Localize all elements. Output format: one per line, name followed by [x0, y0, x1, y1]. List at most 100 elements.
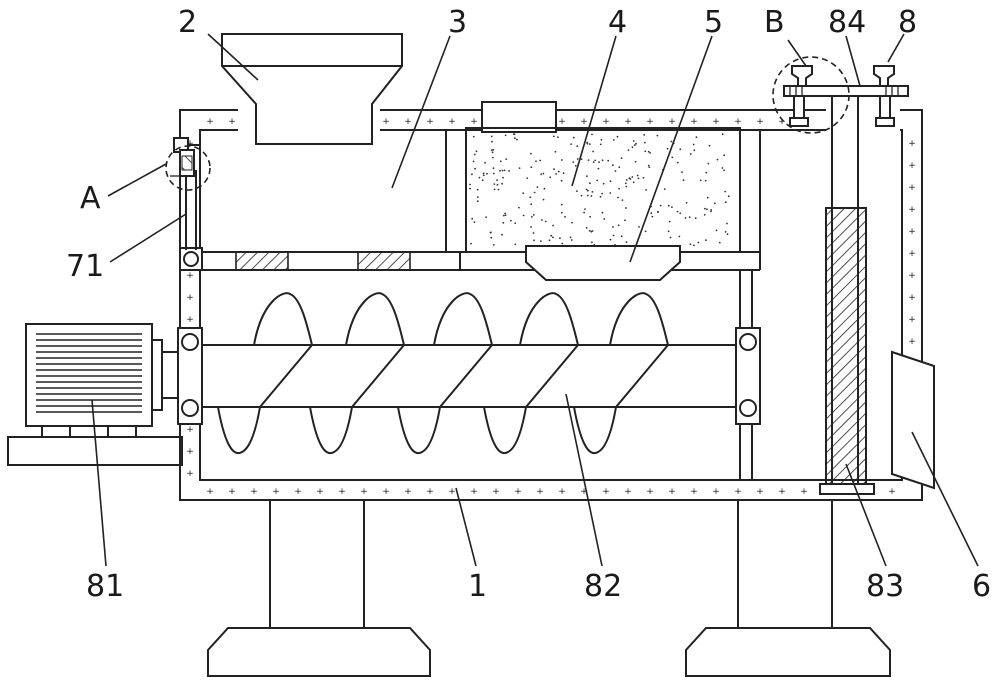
powder-dot: [572, 161, 575, 163]
insulation-mark: +: [272, 487, 280, 497]
motor-fins: [36, 333, 142, 413]
insulation-mark: +: [536, 487, 544, 497]
powder-dot: [632, 140, 635, 142]
screw-flights: [217, 292, 669, 455]
powder-dot: [637, 177, 640, 180]
powder-dot: [706, 196, 709, 199]
powder-dot: [679, 212, 682, 215]
insulation-mark: +: [646, 117, 654, 127]
powder-dot: [705, 171, 708, 174]
powder-dot: [530, 166, 533, 169]
mixing-chamber: [199, 130, 467, 271]
powder-dot: [591, 230, 594, 232]
powder-dot: [724, 231, 727, 233]
insulation-mark: +: [186, 469, 194, 479]
powder-dot: [531, 216, 533, 218]
insulation-mark: +: [908, 183, 916, 193]
powder-dot: [679, 148, 682, 151]
powder-dot: [580, 194, 583, 197]
label-71: 71: [66, 249, 104, 284]
powder-dot: [693, 149, 696, 152]
insulation-mark: +: [228, 117, 236, 127]
powder-dot: [502, 221, 505, 224]
powder-dot: [583, 211, 585, 214]
label-3: 3: [448, 5, 467, 40]
powder-dot: [514, 222, 517, 225]
powder-dot: [496, 179, 498, 182]
powder-dot: [569, 236, 572, 239]
insulation-mark: +: [470, 117, 478, 127]
powder-dot: [508, 170, 510, 172]
insulation-mark: +: [492, 487, 500, 497]
insulation-mark: +: [404, 487, 412, 497]
powder-dot: [560, 211, 563, 214]
powder-dot: [560, 203, 563, 206]
powder-dot: [614, 170, 617, 172]
powder-dot: [648, 166, 651, 169]
powder-dot: [469, 183, 471, 186]
powder-dot: [499, 169, 501, 172]
insulation-mark: +: [514, 487, 522, 497]
powder-dot: [625, 185, 628, 188]
screw-helix-edge: [525, 344, 579, 408]
powder-dot: [669, 236, 672, 239]
powder-dot: [621, 199, 624, 202]
screw-flight-bottom: [397, 406, 441, 455]
powder-dot: [647, 150, 650, 153]
powder-dot: [518, 206, 520, 209]
insulation-mark: +: [602, 117, 610, 127]
powder-dot: [532, 214, 535, 216]
powder-dot: [586, 142, 589, 145]
insulation-mark: +: [624, 117, 632, 127]
housing-insulation-marks: ++++++++++++++++++++++++++++++++++++++++…: [186, 117, 916, 497]
powder-dot: [557, 170, 560, 173]
insulation-mark: +: [580, 117, 588, 127]
powder-dot: [482, 174, 485, 177]
powder-dot: [522, 214, 525, 217]
lifting-assembly: [772, 56, 909, 495]
insulation-mark: +: [186, 293, 194, 303]
insulation-mark: +: [778, 487, 786, 497]
label-82: 82: [584, 569, 622, 604]
powder-dot: [592, 161, 595, 164]
powder-dot: [552, 135, 555, 138]
insulation-mark: +: [206, 487, 214, 497]
insulation-mark: +: [558, 487, 566, 497]
insulation-mark: +: [316, 487, 324, 497]
powder-dot: [600, 138, 603, 141]
powder-dot: [607, 159, 610, 162]
label-84: 84: [828, 5, 866, 40]
powder-dot: [476, 196, 479, 199]
powder-dot: [676, 210, 679, 213]
powder-dot: [592, 150, 594, 153]
powder-dot: [723, 169, 725, 172]
powder-dot: [574, 164, 577, 167]
insulation-mark: +: [360, 487, 368, 497]
insulation-mark: +: [186, 271, 194, 281]
powder-dot: [513, 133, 516, 136]
powder-dot: [492, 172, 495, 175]
insulation-mark: +: [294, 487, 302, 497]
insulation-mark: +: [426, 117, 434, 127]
powder-dot: [482, 172, 485, 175]
powder-dot: [699, 179, 702, 182]
powder-dot: [501, 182, 503, 185]
label-6: 6: [972, 569, 991, 604]
powder-dot: [650, 212, 653, 215]
powder-dot: [727, 195, 730, 198]
powder-dot: [633, 144, 636, 147]
powder-dot: [557, 136, 559, 139]
powder-dot: [603, 218, 606, 220]
powder-dot: [533, 239, 535, 242]
powder-dot: [489, 231, 492, 234]
powder-dot: [710, 209, 712, 211]
powder-dot: [471, 173, 473, 176]
powder-dot: [718, 241, 721, 244]
powder-dot: [542, 198, 545, 201]
insulation-mark: +: [756, 487, 764, 497]
left-stand: [207, 499, 431, 677]
powder-dot: [530, 226, 532, 228]
powder-dot: [475, 150, 478, 153]
powder-dot: [472, 135, 475, 138]
